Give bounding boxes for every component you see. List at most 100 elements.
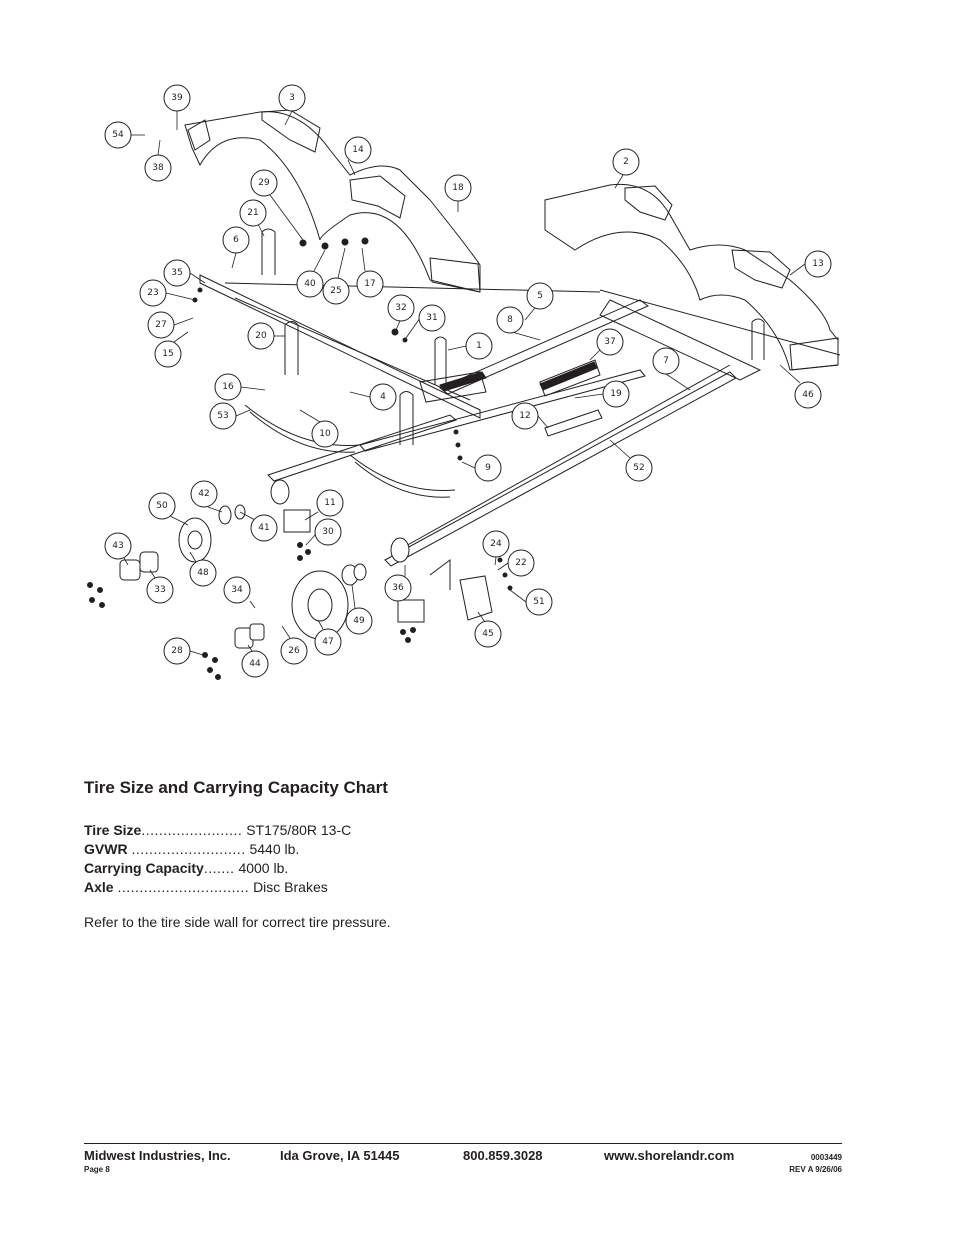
spec-value: 4000 lb. <box>238 860 289 876</box>
callout-balloon: 34 <box>223 576 256 609</box>
callout-label: 16 <box>222 382 234 392</box>
callout-balloon: 39 <box>163 84 191 130</box>
chart-title: Tire Size and Carrying Capacity Chart <box>84 778 388 797</box>
dot-leader: ....... <box>203 860 235 876</box>
dot-leader: .............................. <box>117 879 250 895</box>
callout-balloon: 50 <box>148 492 189 526</box>
callout-group: 39 3 54 38 14 29 18 2 21 6 35 40 25 17 1… <box>104 84 832 678</box>
footer-company: Midwest Industries, Inc. <box>84 1148 231 1163</box>
callout-label: 50 <box>156 501 168 511</box>
callout-label: 14 <box>352 145 364 155</box>
callout-balloon: 42 <box>190 480 223 513</box>
trailer-frame <box>199 274 841 567</box>
callout-label: 5 <box>537 291 543 301</box>
callout-balloon: 29 <box>250 169 304 241</box>
footer-revision: REV A 9/26/06 <box>789 1165 842 1174</box>
callout-balloon: 5 <box>524 282 554 321</box>
hardware <box>87 237 513 680</box>
callout-label: 1 <box>476 341 482 351</box>
callout-balloon: 24 <box>482 530 510 566</box>
callout-label: 34 <box>231 585 243 595</box>
callout-balloon: 31 <box>405 304 446 339</box>
dot-leader: .......................... <box>131 841 246 857</box>
callout-label: 45 <box>482 629 493 639</box>
dot-leader: ....................... <box>141 822 243 838</box>
callout-balloon: 41 <box>239 511 278 542</box>
callout-label: 10 <box>319 429 331 439</box>
spec-row-gvwr: GVWR .......................... 5440 lb. <box>84 841 299 857</box>
callout-label: 46 <box>802 390 814 400</box>
footer-doc-number: 0003449 <box>810 1153 842 1162</box>
callout-label: 7 <box>663 356 669 366</box>
callout-balloon: 1 <box>447 332 493 360</box>
exploded-parts-diagram: 39 3 54 38 14 29 18 2 21 6 35 40 25 17 1… <box>87 84 841 680</box>
callout-label: 52 <box>633 463 644 473</box>
callout-label: 11 <box>324 498 335 508</box>
callout-balloon: 47 <box>314 619 342 656</box>
spec-label: Axle <box>84 879 114 895</box>
callout-label: 51 <box>533 597 544 607</box>
callout-balloon: 15 <box>154 331 189 368</box>
callout-balloon: 10 <box>299 409 339 448</box>
callout-label: 31 <box>426 313 437 323</box>
callout-label: 53 <box>217 411 228 421</box>
left-fender <box>184 109 481 293</box>
right-fender <box>544 183 839 371</box>
callout-balloon: 43 <box>104 532 132 566</box>
spec-row-tire-size: Tire Size....................... ST175/8… <box>84 822 351 838</box>
callout-label: 33 <box>154 585 165 595</box>
callout-label: 25 <box>330 286 341 296</box>
callout-balloon: 33 <box>146 569 174 604</box>
callout-balloon: 46 <box>779 364 822 409</box>
callout-label: 15 <box>162 349 173 359</box>
callout-label: 42 <box>198 489 209 499</box>
callout-label: 35 <box>171 268 182 278</box>
callout-balloon: 14 <box>344 136 372 176</box>
callout-label: 6 <box>233 235 239 245</box>
spec-row-axle: Axle .............................. Disc… <box>84 879 328 895</box>
callout-label: 23 <box>147 288 158 298</box>
callout-balloon: 52 <box>609 439 653 482</box>
callout-label: 27 <box>155 320 166 330</box>
callout-balloon: 54 <box>104 121 145 149</box>
callout-balloon: 35 <box>163 259 206 287</box>
footer-location: Ida Grove, IA 51445 <box>280 1148 400 1163</box>
callout-label: 2 <box>623 157 629 167</box>
callout-balloon: 13 <box>789 250 832 278</box>
callout-label: 41 <box>258 523 269 533</box>
callout-label: 18 <box>452 183 464 193</box>
callout-balloon: 49 <box>345 584 373 635</box>
callout-label: 19 <box>610 389 622 399</box>
callout-balloon: 40 <box>296 249 326 298</box>
callout-label: 22 <box>515 558 526 568</box>
callout-balloon: 51 <box>509 588 553 616</box>
callout-balloon: 11 <box>304 489 344 521</box>
callout-balloon: 17 <box>356 247 384 298</box>
hub-assemblies <box>119 479 493 649</box>
callout-label: 26 <box>288 646 300 656</box>
callout-balloon: 27 <box>147 311 194 339</box>
callout-balloon: 45 <box>474 611 502 648</box>
callout-balloon: 12 <box>511 402 549 430</box>
callout-label: 4 <box>380 392 386 402</box>
footer-page-number: Page 8 <box>84 1165 110 1174</box>
callout-label: 49 <box>353 616 365 626</box>
callout-balloon: 37 <box>589 328 624 361</box>
callout-balloon: 4 <box>349 383 397 411</box>
callout-label: 43 <box>112 541 123 551</box>
callout-balloon: 23 <box>139 279 196 307</box>
callout-balloon: 36 <box>384 565 412 602</box>
callout-label: 29 <box>258 178 270 188</box>
callout-balloon: 2 <box>612 148 640 189</box>
callout-balloon: 38 <box>144 139 172 182</box>
callout-balloon: 6 <box>222 226 250 269</box>
callout-label: 39 <box>171 93 183 103</box>
callout-label: 44 <box>249 659 261 669</box>
callout-label: 9 <box>485 463 491 473</box>
callout-balloon: 8 <box>496 306 541 341</box>
callout-balloon: 44 <box>241 644 269 678</box>
footer-website: www.shorelandr.com <box>604 1148 735 1163</box>
callout-label: 12 <box>519 411 530 421</box>
spec-label: Tire Size <box>84 822 142 838</box>
callout-label: 40 <box>304 279 316 289</box>
